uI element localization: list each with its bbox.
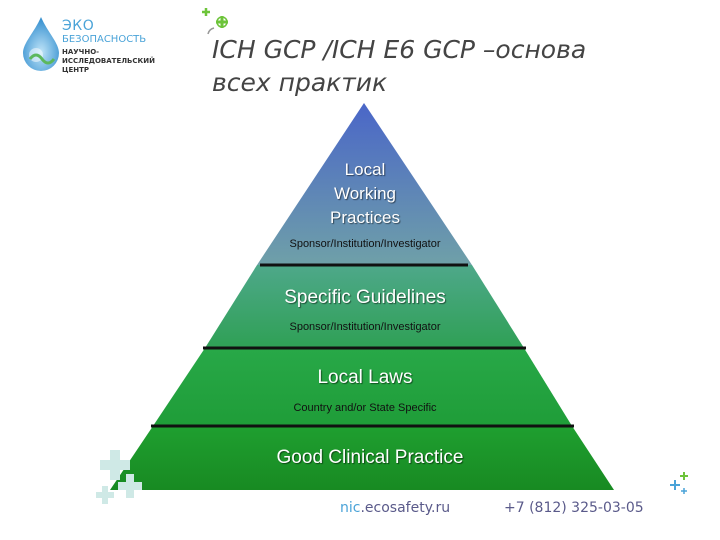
logo-center-text: НАУЧНО- ИССЛЕДОВАТЕЛЬСКИЙ ЦЕНТР xyxy=(62,48,155,74)
tier3-label: Local Laws xyxy=(317,367,413,388)
pyramid-tier-specific-guidelines xyxy=(205,265,524,348)
tier2-label: Specific Guidelines xyxy=(284,287,446,308)
page-title: ICH GCP /ICH E6 GCP –основа всех практик xyxy=(212,35,587,97)
tier1-label: Local Working Practices xyxy=(330,160,400,227)
tier4-label: Good Clinical Practice xyxy=(276,447,464,468)
tier3-sublabel: Country and/or State Specific xyxy=(293,402,437,414)
logo-brand-subtext: БЕЗОПАСНОСТЬ xyxy=(62,34,147,45)
decor-plus-icon xyxy=(670,472,688,494)
logo-drop-icon xyxy=(23,17,59,71)
footer-phone: +7 (812) 325-03-05 xyxy=(504,500,644,516)
logo-brand-text: ЭКО xyxy=(62,18,95,34)
pyramid-tier-good-clinical-practice xyxy=(110,426,614,490)
pyramid-tier-local-laws xyxy=(153,348,572,426)
tier2-sublabel: Sponsor/Institution/Investigator xyxy=(289,321,441,333)
tier1-sublabel: Sponsor/Institution/Investigator xyxy=(289,238,441,250)
decor-plus-icon xyxy=(202,8,228,35)
footer-website[interactable]: nic.ecosafety.ru xyxy=(340,500,451,516)
pyramid-tier-local-working-practices xyxy=(257,103,472,265)
decor-cross-icon xyxy=(96,450,142,504)
